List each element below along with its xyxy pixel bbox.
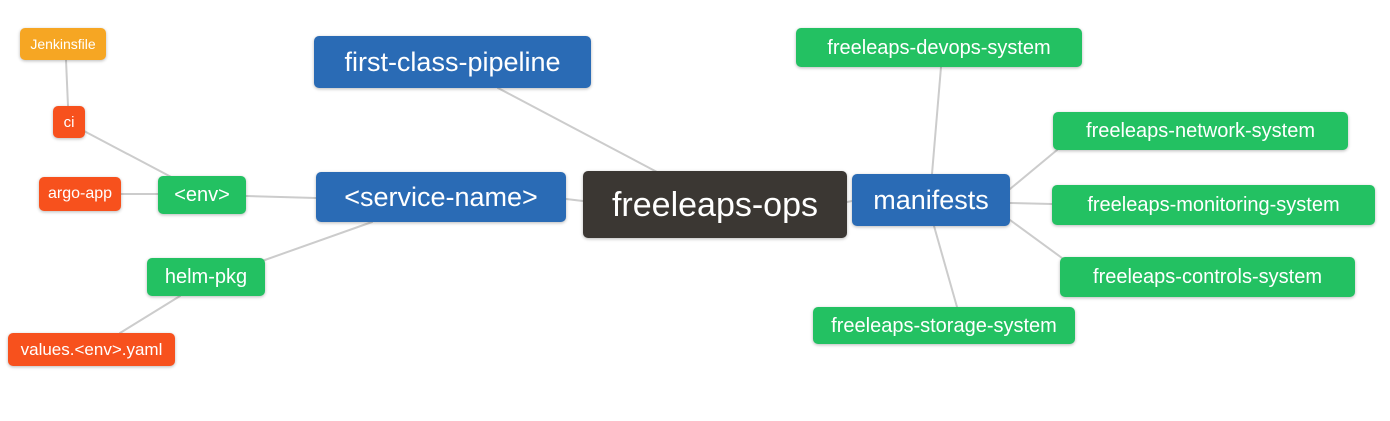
- edge-service-name-ops: [565, 198, 584, 202]
- node-network-system[interactable]: freeleaps-network-system: [1053, 112, 1348, 150]
- node-manifests[interactable]: manifests: [852, 174, 1010, 226]
- node-service-name[interactable]: <service-name>: [316, 172, 566, 222]
- node-helm-pkg[interactable]: helm-pkg: [147, 258, 265, 296]
- node-first-class-pipeline[interactable]: first-class-pipeline: [314, 36, 591, 88]
- edge-manifests-storage-system: [933, 225, 958, 308]
- node-storage-system[interactable]: freeleaps-storage-system: [813, 307, 1075, 344]
- node-ci[interactable]: ci: [53, 106, 85, 138]
- edge-manifests-controls-system: [1009, 219, 1063, 259]
- node-freeleaps-ops[interactable]: freeleaps-ops: [583, 171, 847, 238]
- edge-ci-env: [83, 130, 176, 180]
- edge-env-service-name: [245, 195, 317, 199]
- node-devops-system[interactable]: freeleaps-devops-system: [796, 28, 1082, 67]
- node-env[interactable]: <env>: [158, 176, 246, 214]
- edge-helm-pkg-values-env-yaml: [119, 295, 181, 334]
- edge-jenkinsfile-ci: [65, 59, 69, 107]
- node-monitoring-system[interactable]: freeleaps-monitoring-system: [1052, 185, 1375, 225]
- edge-first-class-pipeline-ops: [497, 87, 658, 173]
- node-jenkinsfile[interactable]: Jenkinsfile: [20, 28, 106, 60]
- edge-manifests-network-system: [1009, 149, 1058, 190]
- edge-service-name-helm-pkg: [261, 221, 373, 262]
- node-values-env-yaml[interactable]: values.<env>.yaml: [8, 333, 175, 366]
- node-controls-system[interactable]: freeleaps-controls-system: [1060, 257, 1355, 297]
- node-argo-app[interactable]: argo-app: [39, 177, 121, 211]
- edge-manifests-monitoring: [1009, 202, 1053, 205]
- edge-manifests-devops-system: [931, 66, 942, 175]
